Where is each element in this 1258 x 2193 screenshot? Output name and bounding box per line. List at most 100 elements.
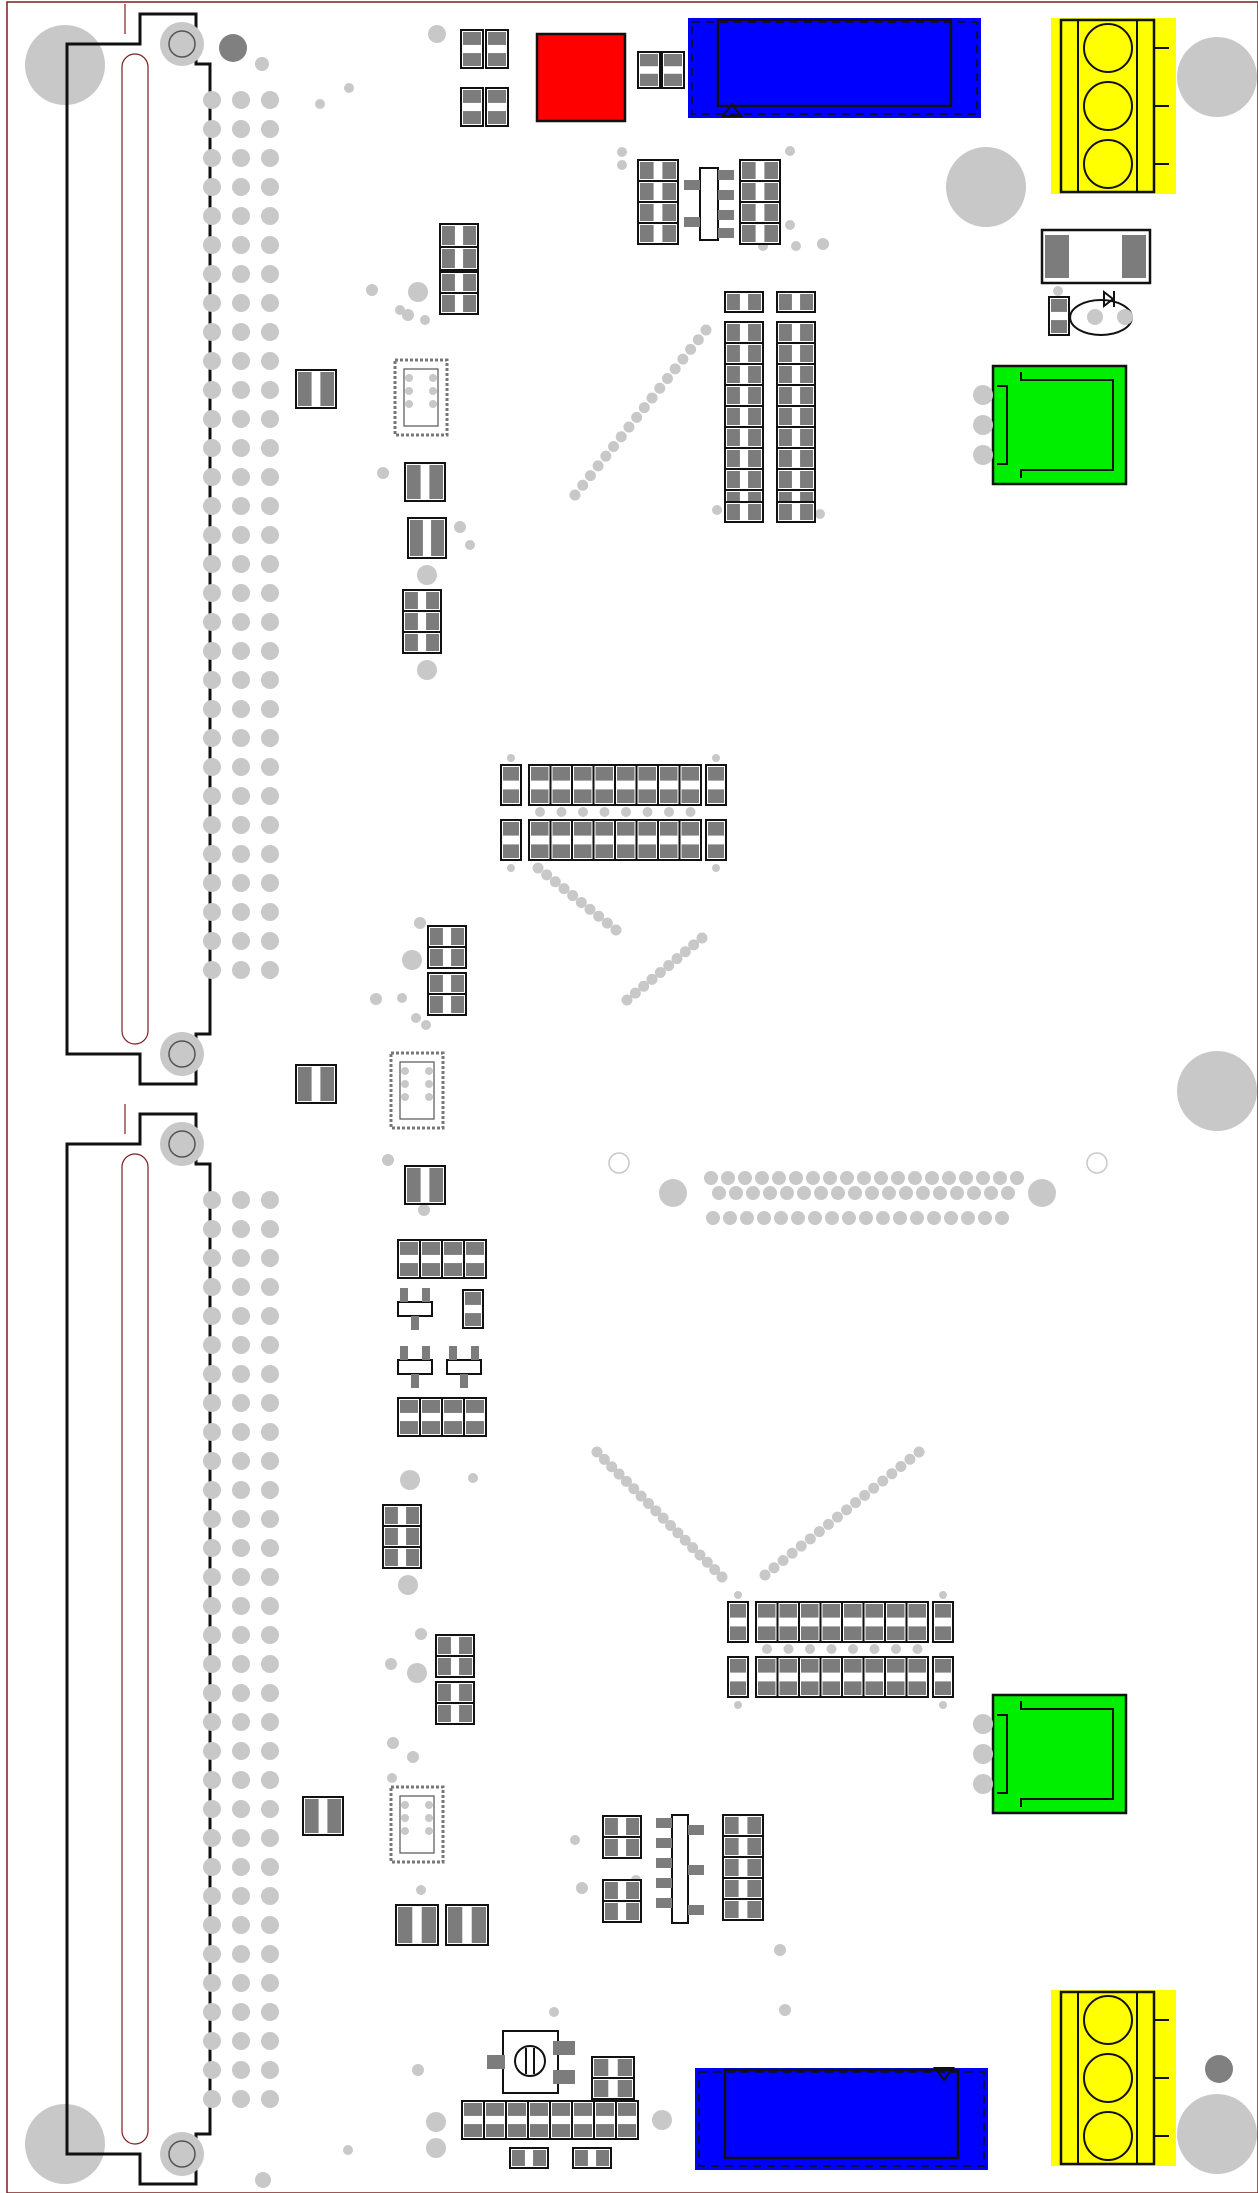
- smd-resistor: [776, 1601, 800, 1643]
- smd-resistor: [592, 819, 616, 861]
- smd-chip: [932, 1601, 954, 1643]
- smd-resistor: [602, 1815, 642, 1838]
- dsub-pin: [746, 1186, 760, 1200]
- chip-pad: [779, 504, 792, 520]
- chip-pad: [800, 387, 813, 404]
- sot-lead: [718, 228, 734, 238]
- pin-pad: [232, 526, 250, 544]
- dsub-pin: [933, 1186, 947, 1200]
- via: [831, 1511, 843, 1523]
- sot-lead: [449, 1346, 457, 1360]
- chip-pad: [466, 1400, 484, 1413]
- chip-pad: [662, 183, 676, 200]
- chip-pad: [725, 1901, 739, 1918]
- via: [387, 1737, 399, 1749]
- pin-pad: [232, 1945, 250, 1963]
- pin-pad: [232, 555, 250, 573]
- mounting-hole-icon: [160, 1122, 204, 1166]
- pin-pad: [232, 729, 250, 747]
- pin-pad: [261, 120, 279, 138]
- chip-pad: [531, 789, 549, 803]
- smd-resistor: [528, 764, 552, 806]
- pin-header-grids: [203, 91, 279, 2108]
- chip-pad: [708, 844, 724, 858]
- via: [679, 946, 691, 958]
- via: [677, 353, 689, 365]
- pad: [912, 1644, 923, 1654]
- via: [672, 1527, 684, 1539]
- chip-pad: [844, 1659, 862, 1673]
- via: [696, 932, 708, 944]
- smd-resistor: [776, 1656, 800, 1698]
- chip-pad: [764, 225, 778, 242]
- connector-pin: [973, 415, 993, 435]
- via: [592, 460, 604, 472]
- dsub-pin: [978, 1211, 992, 1225]
- chip-pad: [552, 789, 570, 803]
- pad: [712, 754, 720, 762]
- pin-pad: [232, 816, 250, 834]
- smd-resistor: [591, 2056, 635, 2079]
- qfn-pad: [425, 1827, 433, 1835]
- smd-resistor: [402, 589, 442, 612]
- smd-resistor: [461, 2100, 485, 2140]
- pin-pad: [203, 961, 221, 979]
- via: [687, 1542, 699, 1554]
- blue-connector: [688, 18, 981, 118]
- smd-chip: [727, 1601, 749, 1643]
- via: [610, 924, 622, 936]
- dsub-pin: [721, 1171, 735, 1185]
- mounting-hole-ring: [168, 2140, 196, 2168]
- smd-chip: [295, 1064, 337, 1104]
- smd-resistor: [657, 764, 681, 806]
- pin-pad: [261, 932, 279, 950]
- chip-pad: [595, 767, 613, 781]
- via: [785, 220, 795, 230]
- chip-pad: [426, 592, 439, 609]
- dsub-pin: [729, 1186, 743, 1200]
- chip-pad: [530, 2103, 548, 2116]
- chip-pad: [727, 366, 740, 383]
- pin-pad: [203, 1626, 221, 1644]
- chip-pad: [444, 1242, 462, 1255]
- via-trace: [591, 1446, 728, 1583]
- smd-resistor: [905, 1656, 929, 1698]
- pin-pad: [203, 671, 221, 689]
- chip-pad: [800, 408, 813, 425]
- dsub-pin: [942, 1171, 956, 1185]
- pin-pad: [203, 1365, 221, 1383]
- pad: [578, 807, 588, 817]
- chip-pad: [800, 324, 813, 341]
- scatter-pads: [255, 25, 1063, 2188]
- chip-pad: [764, 162, 778, 179]
- pin-pad: [232, 1452, 250, 1470]
- pin-pad: [261, 1684, 279, 1702]
- pin-pad: [232, 2061, 250, 2079]
- chip-pad: [748, 504, 761, 520]
- chip-pad: [463, 226, 476, 245]
- smd-chip: [932, 1656, 954, 1698]
- smd-resistor: [755, 1601, 779, 1643]
- dsub-pin: [891, 1171, 905, 1185]
- smd-resistor: [505, 2100, 529, 2140]
- chip-pad: [800, 504, 813, 520]
- dsub-pin: [961, 1211, 975, 1225]
- sot-lead: [688, 1905, 704, 1915]
- via: [417, 660, 437, 680]
- pad: [535, 807, 545, 817]
- smd-resistor: [841, 1656, 865, 1698]
- sot-lead: [656, 1878, 672, 1888]
- smd-resistor: [678, 764, 702, 806]
- pin-pad: [203, 1887, 221, 1905]
- pin-pad: [261, 1481, 279, 1499]
- pin-pad: [261, 410, 279, 428]
- chip-pad: [465, 1292, 481, 1305]
- smd-resistor: [382, 1525, 422, 1548]
- yellow-terminal-block: [1051, 1990, 1176, 2166]
- dsub-pin: [780, 1186, 794, 1200]
- pin-pad: [261, 2003, 279, 2021]
- via: [608, 440, 620, 452]
- smd-chip: [661, 51, 685, 89]
- dsub-pin: [893, 1211, 907, 1225]
- smd-chip: [500, 819, 522, 861]
